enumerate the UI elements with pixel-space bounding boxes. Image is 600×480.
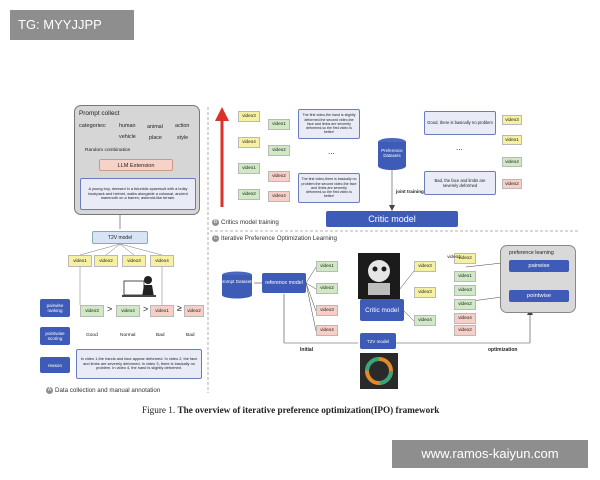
b-left-video-1: video3 <box>238 111 260 122</box>
preference-dataset-label: Preference Datasets <box>381 148 403 158</box>
prompt-collect-title: Prompt collect <box>79 110 120 117</box>
category-action: action <box>175 123 190 129</box>
c-point-2: video3 <box>454 285 476 296</box>
c-point-3: video2 <box>454 299 476 310</box>
section-b-title: Critics model training <box>221 219 279 227</box>
llm-extension-box: LLM Extension <box>99 159 173 171</box>
b-right-video-2: video2 <box>268 145 290 156</box>
c-gen-video-3: video3 <box>316 305 338 316</box>
prompt-dataset-cylinder <box>222 271 252 299</box>
prompt-collect-panel: Prompt collect categories: human animal … <box>74 105 200 215</box>
rank-video-3: video3 <box>80 305 104 317</box>
pointwise-button: pointwise <box>509 290 569 302</box>
t2v-model-box: T2V model <box>92 231 148 244</box>
rank-video-1: video1 <box>150 305 174 317</box>
b-right-video-1: video1 <box>268 119 290 130</box>
b-point-video-3: video4 <box>502 157 522 167</box>
preference-learning-title: preference learning <box>509 250 554 256</box>
b-ellipsis-1: ... <box>328 147 335 156</box>
b-pairwise-note-top: The first video,the hand is slightly def… <box>298 109 360 139</box>
rank-video-2: video2 <box>184 305 204 317</box>
b-point-video-4: video2 <box>502 179 522 189</box>
a-video-1: video1 <box>68 255 92 267</box>
category-animal: animal <box>147 124 163 130</box>
score-normal: Normal <box>120 333 136 338</box>
rank-video-4: video4 <box>116 305 140 317</box>
b-left-video-2: video4 <box>238 137 260 148</box>
b-critic-model-box: Critic model <box>326 211 458 227</box>
random-combination-label: Random combination <box>85 148 131 153</box>
joint-training-label: joint training <box>396 189 424 194</box>
optimization-label: optimization <box>488 347 518 353</box>
figure-caption: Figure 1. The overview of iterative pref… <box>142 405 439 415</box>
categories-label: categories: <box>79 123 107 129</box>
b-right-video-3: video2 <box>268 171 290 182</box>
section-b-badge: B <box>212 219 219 226</box>
rank-op-3: ≥ <box>177 303 182 313</box>
section-a-title: Data collection and manual annotation <box>55 387 161 395</box>
reason-label: reason <box>40 357 70 373</box>
pairwise-button: pairwise <box>509 260 569 272</box>
category-style: style <box>177 135 189 141</box>
b-pairwise-note-bottom: The first video,there is basically no pr… <box>298 173 360 203</box>
pointwise-scoring-label: pointwise scoring <box>40 327 70 345</box>
critic-robot-image <box>358 253 400 299</box>
caption-prefix: Figure 1. <box>142 405 176 415</box>
rank-op-2: > <box>143 304 149 314</box>
c-gen-video-4: video4 <box>316 325 338 336</box>
b-ellipsis-2: ... <box>456 143 463 152</box>
a-video-4: video4 <box>150 255 174 267</box>
b-right-video-4: video4 <box>268 191 290 202</box>
section-a-badge: A <box>46 387 53 394</box>
c-pair-a-3: video4 <box>414 315 436 326</box>
rank-op-1: > <box>107 304 113 314</box>
section-c-title: Iterative Preference Optimization Learni… <box>221 235 337 243</box>
watermark-top-left: TG: MYYJJPP <box>10 10 134 40</box>
b-left-video-4: video2 <box>238 189 260 200</box>
pairwise-ranking-label: pairwise ranking <box>40 299 70 317</box>
category-vehicle: vehicle <box>119 134 136 140</box>
video-loop-image <box>360 353 398 389</box>
a-video-3: video3 <box>122 255 146 267</box>
b-point-video-2: video1 <box>502 135 522 145</box>
c-gen-video-2: video2 <box>316 283 338 294</box>
ipo-framework-figure: Prompt collect categories: human animal … <box>30 95 580 425</box>
c-critic-model-box: Critic model <box>360 299 404 321</box>
score-bad-1: Bad <box>156 333 165 338</box>
score-bad-2: Bad <box>186 333 195 338</box>
c-pair-b-3: video2 <box>454 325 476 336</box>
c-gen-video-1: video1 <box>316 261 338 272</box>
reason-note: In video 1,the hands and face appear def… <box>76 349 202 379</box>
initial-label: Initial <box>300 347 314 353</box>
b-left-video-3: video1 <box>238 163 260 174</box>
c-point-4: video4 <box>454 313 476 324</box>
preference-learning-panel: preference learning pairwise pointwise <box>500 245 576 313</box>
c-pair-a-1: video3 <box>414 261 436 272</box>
c-t2v-model-box: T2V model <box>360 333 396 349</box>
annotator-illustration <box>122 276 156 297</box>
score-good: Good <box>86 333 98 338</box>
generated-prompt-note: A young boy, dressed in a futuristic spa… <box>80 178 196 210</box>
watermark-bottom-right: www.ramos-kaiyun.com <box>392 440 588 468</box>
section-c-badge: C <box>212 235 219 242</box>
category-human: human <box>119 123 136 129</box>
c-pair-b-2: video1 <box>454 271 476 282</box>
c-pair-a-2: video3 <box>414 287 436 298</box>
category-place: place <box>149 135 162 141</box>
prompt-dataset-label: prompt Datasets <box>220 279 254 284</box>
b-pointwise-note-good: Good, there is basically no problem <box>424 111 496 135</box>
reference-model-box: reference model <box>262 273 306 293</box>
c-pair-b-1: video2 <box>454 253 476 264</box>
caption-text: The overview of iterative preference opt… <box>177 405 440 415</box>
preference-dataset-cylinder <box>378 138 406 170</box>
b-pointwise-note-bad: Bad, the face and limbs are severely def… <box>424 171 496 195</box>
b-point-video-1: video3 <box>502 115 522 125</box>
a-video-2: video2 <box>94 255 118 267</box>
